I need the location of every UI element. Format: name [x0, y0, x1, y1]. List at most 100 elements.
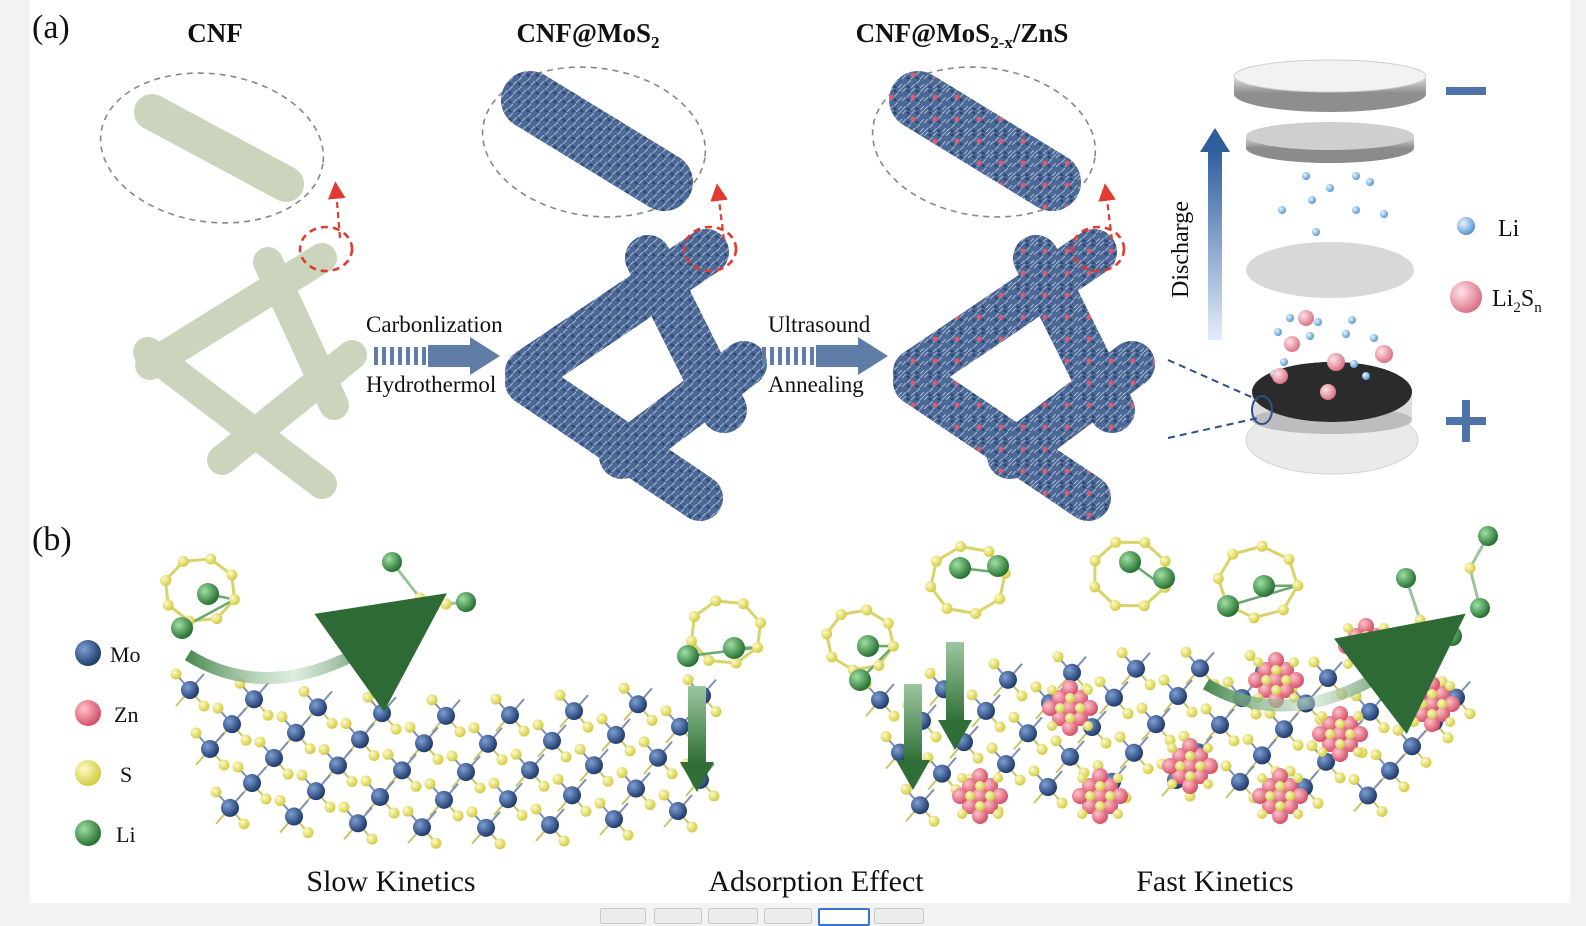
mo-atom: [933, 764, 951, 783]
mo-atom: [997, 755, 1015, 774]
s-atom: [835, 608, 847, 620]
s-atom: [580, 805, 592, 817]
s-atom: [1292, 739, 1304, 751]
page-thumbnail[interactable]: [708, 908, 758, 924]
s-atom: [338, 801, 350, 813]
mo-atom: [457, 762, 475, 781]
li2sn-molecule: [925, 540, 1011, 620]
page-thumbnail[interactable]: [600, 908, 646, 924]
s-atom: [1077, 773, 1087, 783]
s-atom: [318, 743, 330, 755]
s-atom: [1100, 737, 1112, 749]
stage-title-cnf-mos2x-zns: CNF@MoS2-x/ZnS: [856, 18, 1069, 52]
s-atom: [1370, 749, 1382, 761]
mo-atom: [243, 774, 261, 793]
s-atom: [274, 795, 286, 807]
s-atom: [346, 775, 358, 787]
s-atom: [1077, 809, 1087, 819]
li2s-fragment: [1464, 526, 1498, 618]
s-atom: [994, 721, 1006, 733]
s-atom: [975, 801, 985, 811]
s-atom: [983, 545, 995, 557]
s-atom: [296, 769, 308, 781]
s-atom: [218, 759, 230, 771]
s-atom: [474, 782, 486, 794]
s-atom: [1275, 801, 1285, 811]
s-atom: [994, 593, 1006, 605]
s-atom: [1142, 763, 1154, 775]
zn-atom: [1268, 652, 1284, 668]
mo-atom: [1383, 678, 1401, 697]
s-atom: [494, 838, 506, 850]
mo-atom: [1317, 752, 1335, 771]
page-thumbnail-current[interactable]: [818, 908, 870, 926]
s-atom: [1114, 731, 1126, 743]
zn-atom: [1202, 758, 1218, 774]
s-atom: [1139, 536, 1151, 548]
page-thumbnail[interactable]: [764, 908, 812, 924]
legend-li-label: Li: [116, 822, 136, 847]
s-atom: [737, 598, 749, 610]
s-atom: [1089, 581, 1101, 593]
mo-atom: [309, 698, 327, 717]
s-atom: [1065, 713, 1075, 723]
s-atom: [970, 608, 982, 620]
s-atom: [1271, 685, 1281, 695]
page-thumbnail[interactable]: [874, 908, 924, 924]
s-atom: [710, 595, 722, 607]
s-atom: [1028, 765, 1040, 777]
s-atom: [826, 651, 838, 663]
li-atom: [456, 592, 476, 612]
s-atom: [880, 731, 892, 743]
zoom-marker-mos2: [682, 225, 738, 273]
zn-atom: [1258, 682, 1274, 698]
mo-atom: [1275, 720, 1293, 739]
zn-atom: [1272, 808, 1288, 824]
legend-zn-label: Zn: [114, 702, 138, 727]
s-atom: [260, 793, 272, 805]
s-atom: [1265, 791, 1275, 801]
s-atom: [755, 617, 767, 629]
s-atom: [1203, 779, 1213, 789]
s-atom: [454, 726, 466, 738]
zn-atom: [1092, 768, 1108, 784]
s-atom: [574, 743, 586, 755]
page-thumbnail[interactable]: [654, 908, 702, 924]
s-atom: [1277, 604, 1289, 616]
mo-atom: [181, 681, 199, 699]
mo-atom: [201, 739, 219, 758]
zn-atom: [972, 808, 988, 824]
s-atom: [888, 710, 900, 722]
zns-cluster: [1404, 676, 1460, 732]
mo-atom: [1231, 772, 1249, 791]
s-atom: [1371, 641, 1381, 651]
slow-kinetics-curve-arrow: [184, 593, 447, 712]
s-atom: [340, 717, 352, 729]
stage-title-cnf: CNF: [187, 18, 243, 48]
s-atom: [1353, 711, 1363, 721]
s-atom: [1095, 801, 1105, 811]
s-atom: [1248, 612, 1260, 624]
s-atom: [1050, 735, 1062, 747]
mo-atom: [1147, 715, 1165, 734]
zns-cluster: [1312, 706, 1368, 762]
zn-atom: [1092, 808, 1108, 824]
s-atom: [226, 569, 238, 581]
s-atom: [1292, 580, 1304, 592]
s-atom: [177, 555, 189, 567]
zn-atom: [1272, 788, 1288, 804]
s-atom: [941, 603, 953, 615]
s-atom: [552, 773, 564, 785]
adsorption-arrow-right: [938, 642, 972, 750]
zn-atom: [1288, 672, 1304, 688]
s-atom: [1175, 761, 1185, 771]
s-atom: [821, 628, 833, 640]
s-atom: [1271, 665, 1281, 675]
mos2x-zns-zoom-inset: [871, 66, 1097, 218]
s-atom: [925, 581, 937, 593]
mo-atom: [285, 807, 303, 826]
s-atom: [1409, 717, 1419, 727]
s-atom: [1420, 756, 1432, 768]
s-atom: [212, 702, 224, 714]
